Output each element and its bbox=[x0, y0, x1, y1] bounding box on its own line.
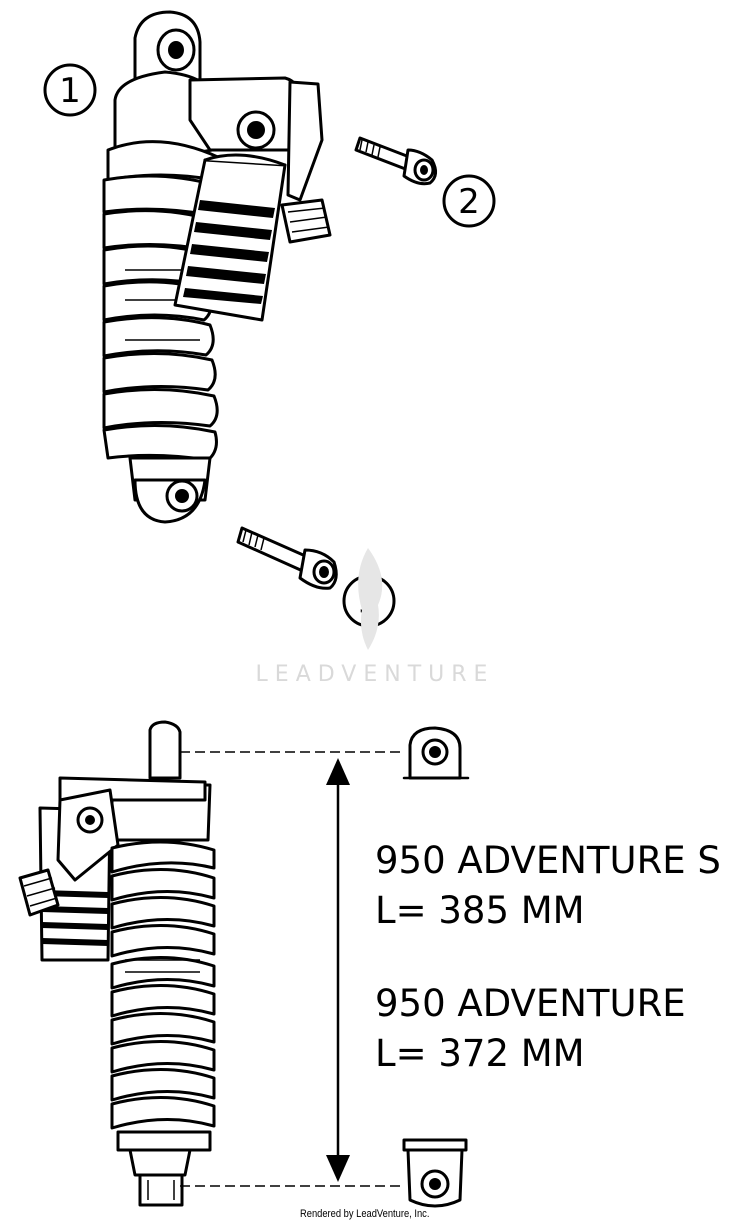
dimension-lines bbox=[180, 751, 405, 1187]
bolt-3 bbox=[236, 526, 338, 590]
shock-absorber-dimension bbox=[18, 720, 216, 1207]
callout-2-label: 2 bbox=[458, 182, 480, 222]
spec-length-1: L= 385 MM bbox=[375, 889, 585, 932]
callout-1-label: 1 bbox=[59, 71, 81, 111]
lower-mount-bracket bbox=[402, 1138, 468, 1208]
watermark-logo bbox=[358, 548, 383, 650]
watermark-text: LEADVENTURE bbox=[255, 662, 495, 687]
render-credit: Rendered by LeadVenture, Inc. bbox=[300, 1208, 430, 1220]
shock-absorber-exploded bbox=[102, 10, 332, 524]
callout-2: 2 bbox=[442, 174, 496, 228]
spec-model-2: 950 ADVENTURE bbox=[375, 982, 686, 1025]
spec-length-2: L= 372 MM bbox=[375, 1032, 585, 1075]
callout-1: 1 bbox=[43, 63, 97, 117]
bolt-2 bbox=[354, 136, 437, 186]
spec-model-1: 950 ADVENTURE S bbox=[375, 839, 721, 882]
reservoir bbox=[173, 153, 287, 322]
upper-mount-bracket bbox=[402, 726, 470, 780]
